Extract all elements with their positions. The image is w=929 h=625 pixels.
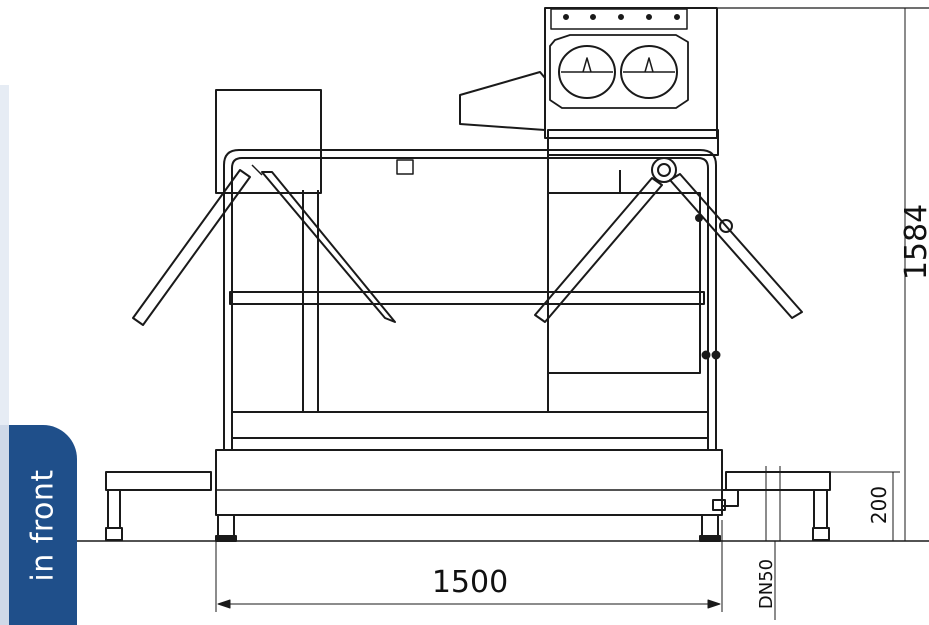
left-side-panel bbox=[215, 89, 322, 194]
turnstile-arms-right bbox=[534, 157, 803, 360]
drain-label: DN50 bbox=[756, 559, 777, 609]
step-left bbox=[105, 471, 212, 541]
view-side-tab: in front bbox=[0, 425, 77, 625]
side-tab-bar bbox=[0, 425, 9, 625]
left-edge-strip bbox=[0, 85, 9, 425]
frame-rails bbox=[223, 149, 717, 450]
width-label: 1500 bbox=[432, 565, 508, 600]
step-right bbox=[712, 471, 831, 541]
side-tab-label-box: in front bbox=[9, 425, 77, 625]
step-height-label: 200 bbox=[867, 486, 891, 524]
washing-unit-cabinet bbox=[459, 7, 719, 156]
right-cabinet bbox=[396, 155, 701, 412]
step-height-dimension bbox=[765, 466, 900, 541]
base-tray bbox=[215, 449, 723, 542]
turnstile-arms-left bbox=[132, 164, 396, 326]
height-label: 1584 bbox=[899, 204, 929, 280]
side-tab-label: in front bbox=[25, 468, 61, 582]
width-dimension bbox=[215, 520, 776, 620]
